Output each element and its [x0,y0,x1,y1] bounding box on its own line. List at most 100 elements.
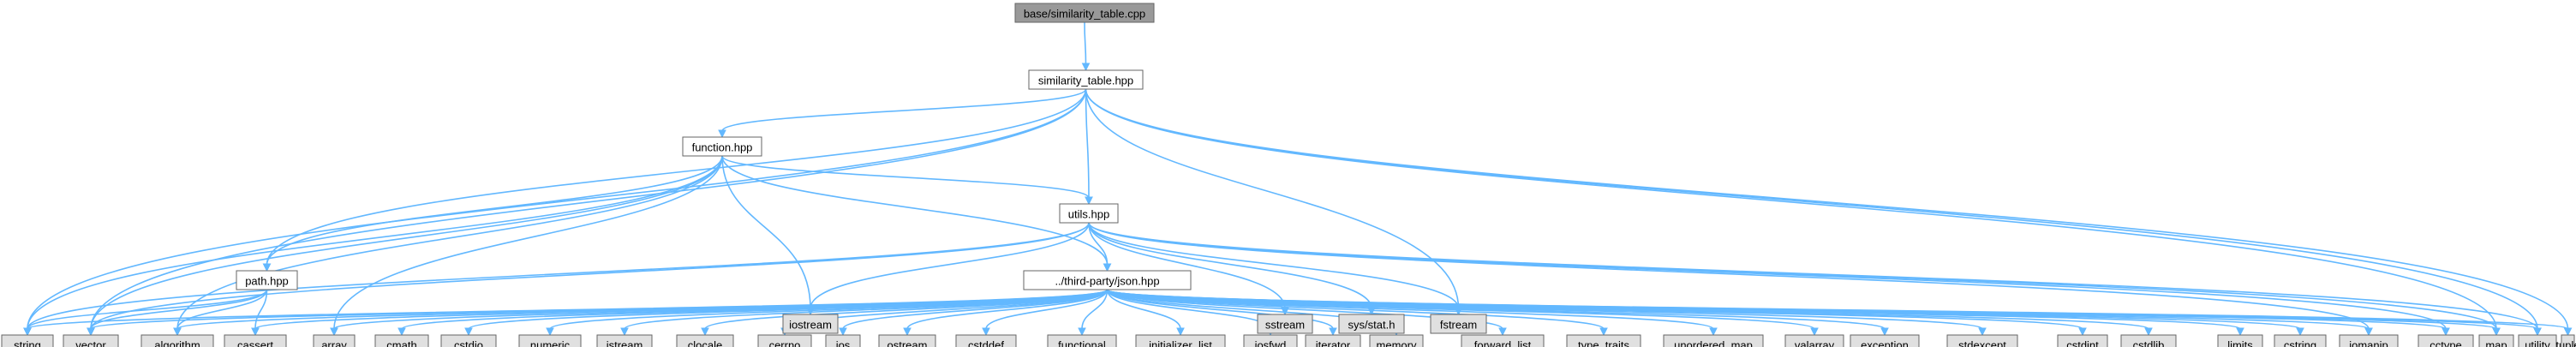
node-label: ostream [888,339,928,347]
dependency-edge [1085,88,2538,330]
node-box [596,334,653,347]
node-label: ios [836,339,851,347]
system-header-node-istream: istream [596,334,653,347]
node-box [1338,314,1405,334]
dependency-edge [27,88,1087,330]
dependency-edge [721,155,1090,199]
node-label: utility [2525,339,2550,347]
graph-edges [23,21,2573,337]
dependency-edge [704,289,1109,330]
dependency-arrowhead [1599,327,1608,337]
system-header-node-functional: functional [1047,334,1117,347]
node-label: vector [75,339,106,347]
system-header-node-iosfwd: iosfwd [1243,334,1298,347]
file-node-pa[interactable]: path.hpp [236,270,298,290]
node-label: exception [1861,339,1909,347]
system-header-node-sysstat: sys/stat.h [1338,314,1405,334]
dependency-edge [1081,289,1109,330]
system-header-node-iterator: iterator [1305,334,1361,347]
system-header-node-typetraits: type_traits [1566,334,1641,347]
dependency-arrowhead [397,327,406,337]
node-box [1784,334,1844,347]
dependency-edge [1088,222,2370,330]
dependency-arrowhead [903,327,911,337]
node-label: stdexcept [1958,339,2006,347]
node-box [1566,334,1641,347]
node-label: valarray [1795,339,1835,347]
file-node-root[interactable]: base/similarity_table.cpp [1014,3,1155,23]
dependency-arrowhead [1810,327,1819,337]
dependency-arrowhead [2364,327,2373,337]
node-box [782,314,839,334]
node-label: cstdlib [2133,339,2165,347]
dependency-arrowhead [2236,327,2244,337]
dependency-edge [624,289,1109,330]
dependency-arrowhead [1329,327,1337,337]
node-box [1135,334,1226,347]
node-label: memory [1377,339,1417,347]
node-box [1028,69,1144,90]
node-box [2057,334,2108,347]
node-label: type_traits [1578,339,1629,347]
dependency-edge [985,289,1109,330]
dependency-edge [266,155,723,266]
file-node-fn[interactable]: function.hpp [682,136,762,157]
node-box [2478,334,2514,347]
dependency-edge [1084,21,1087,65]
file-node-ut[interactable]: utils.hpp [1059,203,1119,224]
system-header-node-cstdio: cstdio [440,334,497,347]
dependency-arrowhead [23,327,32,337]
dependency-arrowhead [1078,327,1086,337]
node-label: iomanip [2349,339,2388,347]
system-header-node-ios: ios [825,334,861,347]
system-header-node-tuple: tuple [2555,334,2576,347]
node-box [140,334,214,347]
node-label: array [321,339,347,347]
node-label: string [14,339,41,347]
system-header-node-cerrno: cerrno [757,334,812,347]
node-box [2561,334,2575,347]
dependency-edge [266,88,1087,266]
system-header-node-cstddef: cstddef [955,334,1017,347]
dependency-arrowhead [2442,327,2450,337]
node-box [374,334,429,347]
system-header-node-cstdint: cstdint [2057,334,2108,347]
system-header-node-umap: unordered_map [1663,334,1764,347]
dependency-arrowhead [1176,327,1185,337]
dependency-edge [1085,88,2569,330]
dependency-arrowhead [1281,307,1289,316]
node-label: sstream [1265,319,1305,332]
system-header-node-algorithm: algorithm [140,334,214,347]
node-box [1257,314,1313,334]
dependency-arrowhead [1498,327,1507,337]
node-label: cstdio [454,339,483,347]
node-label: sys/stat.h [1348,319,1396,332]
system-header-node-map: map [2478,334,2514,347]
system-header-node-ostream: ostream [878,334,936,347]
system-header-node-string: string [1,334,54,347]
system-header-node-stdexcept: stdexcept [1946,334,2018,347]
node-box [236,270,298,290]
dependency-edge [401,289,1109,330]
system-header-node-valarray: valarray [1784,334,1844,347]
system-header-node-cctype: cctype [2418,334,2474,347]
node-box [2120,334,2177,347]
node-label: cassert [237,339,273,347]
dependency-arrowhead [330,327,338,337]
node-label: limits [2227,339,2253,347]
system-header-node-numeric: numeric [518,334,582,347]
system-header-node-array: array [313,334,356,347]
node-box [1369,334,1424,347]
node-label: function.hpp [692,141,753,154]
file-node-st[interactable]: similarity_table.hpp [1028,69,1144,90]
node-box [2418,334,2474,347]
dependency-arrowhead [2563,327,2573,337]
dependency-edge [1085,88,1460,309]
system-header-node-iostream: iostream [782,314,839,334]
file-node-js[interactable]: ../third-party/json.hpp [1023,270,1192,290]
node-label: iostream [789,319,832,332]
node-box [1461,334,1545,347]
node-box [955,334,1017,347]
node-box [1047,334,1117,347]
